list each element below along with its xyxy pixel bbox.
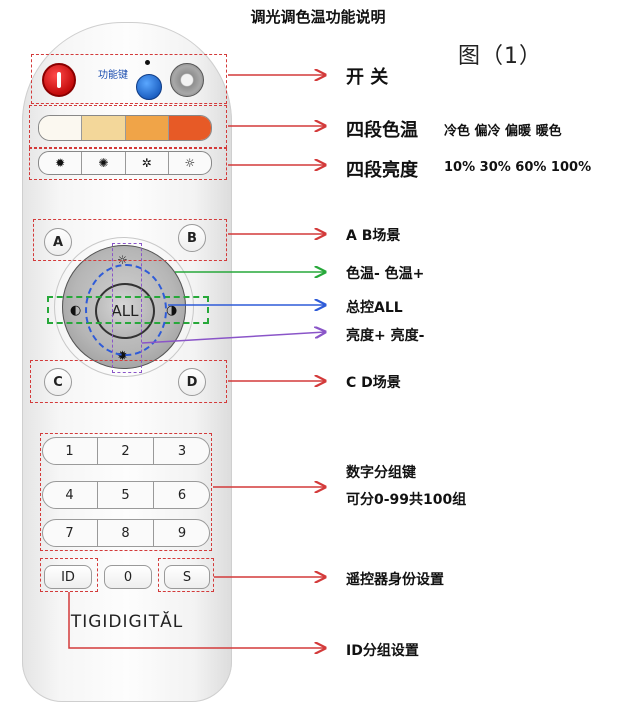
- scene-c-button[interactable]: C: [44, 368, 72, 396]
- color-temp-highlight-box: [29, 105, 227, 148]
- s-key[interactable]: S: [164, 565, 210, 589]
- numpad-key-3[interactable]: 3: [177, 443, 187, 459]
- scene-b-button[interactable]: B: [178, 224, 206, 252]
- numpad-key-0[interactable]: 0: [104, 565, 152, 589]
- scene-d-button[interactable]: D: [178, 368, 206, 396]
- page-title: 调光调色温功能说明: [250, 8, 386, 26]
- power-button[interactable]: [42, 63, 76, 97]
- numpad-key-2[interactable]: 2: [98, 437, 154, 465]
- numeric-annotation-line2: 可分0-99共100组: [346, 492, 467, 508]
- brightness-30-button[interactable]: ✺: [82, 152, 126, 174]
- power-highlight-box: [31, 54, 227, 104]
- id-highlight-box: [40, 558, 98, 592]
- wheel-outer-ring: [54, 237, 194, 377]
- brightness-60-button[interactable]: ✲: [126, 152, 169, 174]
- id-key[interactable]: ID: [44, 565, 92, 589]
- color-temp-warm[interactable]: [168, 116, 211, 140]
- brightness-down-icon[interactable]: ✹: [117, 349, 128, 364]
- brightness-detail: 10% 30% 60% 100%: [444, 160, 592, 175]
- color-temp-cool[interactable]: [82, 116, 126, 140]
- color-temp-detail: 冷色 偏冷 偏暖 暖色: [444, 124, 562, 139]
- numpad-key-7[interactable]: 7: [42, 519, 98, 547]
- power-annotation: 开 关: [346, 67, 389, 88]
- mode-button[interactable]: [170, 63, 204, 97]
- numpad-key-9[interactable]: 9: [177, 525, 187, 541]
- id-group-annotation: ID分组设置: [346, 643, 419, 659]
- function-key-label: 功能键: [98, 70, 128, 81]
- brightness-keys-annotation: 亮度+ 亮度-: [346, 328, 425, 344]
- ab-highlight-box: [33, 219, 227, 261]
- annotation-arrows: [68, 0, 624, 684]
- numpad-row-1: [42, 437, 210, 465]
- numpad-highlight-box: [40, 433, 212, 551]
- numpad-row-2: [42, 481, 210, 509]
- numpad-key-1[interactable]: 1: [42, 437, 98, 465]
- numpad-key-4[interactable]: 4: [42, 481, 98, 509]
- scene-a-button[interactable]: A: [44, 228, 72, 256]
- ab-scene-annotation: A B场景: [346, 228, 401, 244]
- numpad-row-3: [42, 519, 210, 547]
- brand-logo: TIGIDIGITĂL: [70, 612, 184, 632]
- color-temp-annotation: 四段色温: [346, 120, 418, 141]
- brightness-annotation: 四段亮度: [346, 160, 418, 181]
- cd-highlight-box: [30, 360, 227, 403]
- color-temp-down-icon[interactable]: ◐: [70, 303, 82, 318]
- identity-annotation: 遥控器身份设置: [346, 572, 444, 588]
- brightness-highlight-box: [29, 148, 227, 180]
- color-temp-bar: [38, 115, 212, 141]
- brightness-10-button[interactable]: ✹: [39, 152, 83, 174]
- figure-label: 图（1）: [458, 44, 542, 69]
- numpad-key-6[interactable]: 6: [177, 487, 187, 503]
- master-annotation: 总控ALL: [346, 300, 403, 316]
- indicator-led: [145, 60, 150, 65]
- all-key-ring: [85, 264, 167, 356]
- color-temp-warmish[interactable]: [125, 116, 169, 140]
- s-highlight-box: [158, 558, 214, 592]
- color-temp-keys-annotation: 色温- 色温+: [346, 266, 425, 282]
- function-key-button[interactable]: [136, 74, 162, 100]
- brightness-100-button[interactable]: ☼: [184, 156, 196, 170]
- color-temp-up-icon[interactable]: ◑: [166, 303, 178, 318]
- numpad-key-8[interactable]: 8: [98, 519, 154, 547]
- brightness-bar: ✹ ✺ ✲ ☼: [38, 151, 212, 175]
- cd-scene-annotation: C D场景: [346, 375, 401, 391]
- color-temp-cold[interactable]: [39, 116, 83, 140]
- numpad-key-5[interactable]: 5: [98, 481, 154, 509]
- brightness-keys-box: [112, 243, 142, 373]
- power-icon: [57, 72, 61, 88]
- numeric-annotation-line1: 数字分组键: [346, 465, 416, 481]
